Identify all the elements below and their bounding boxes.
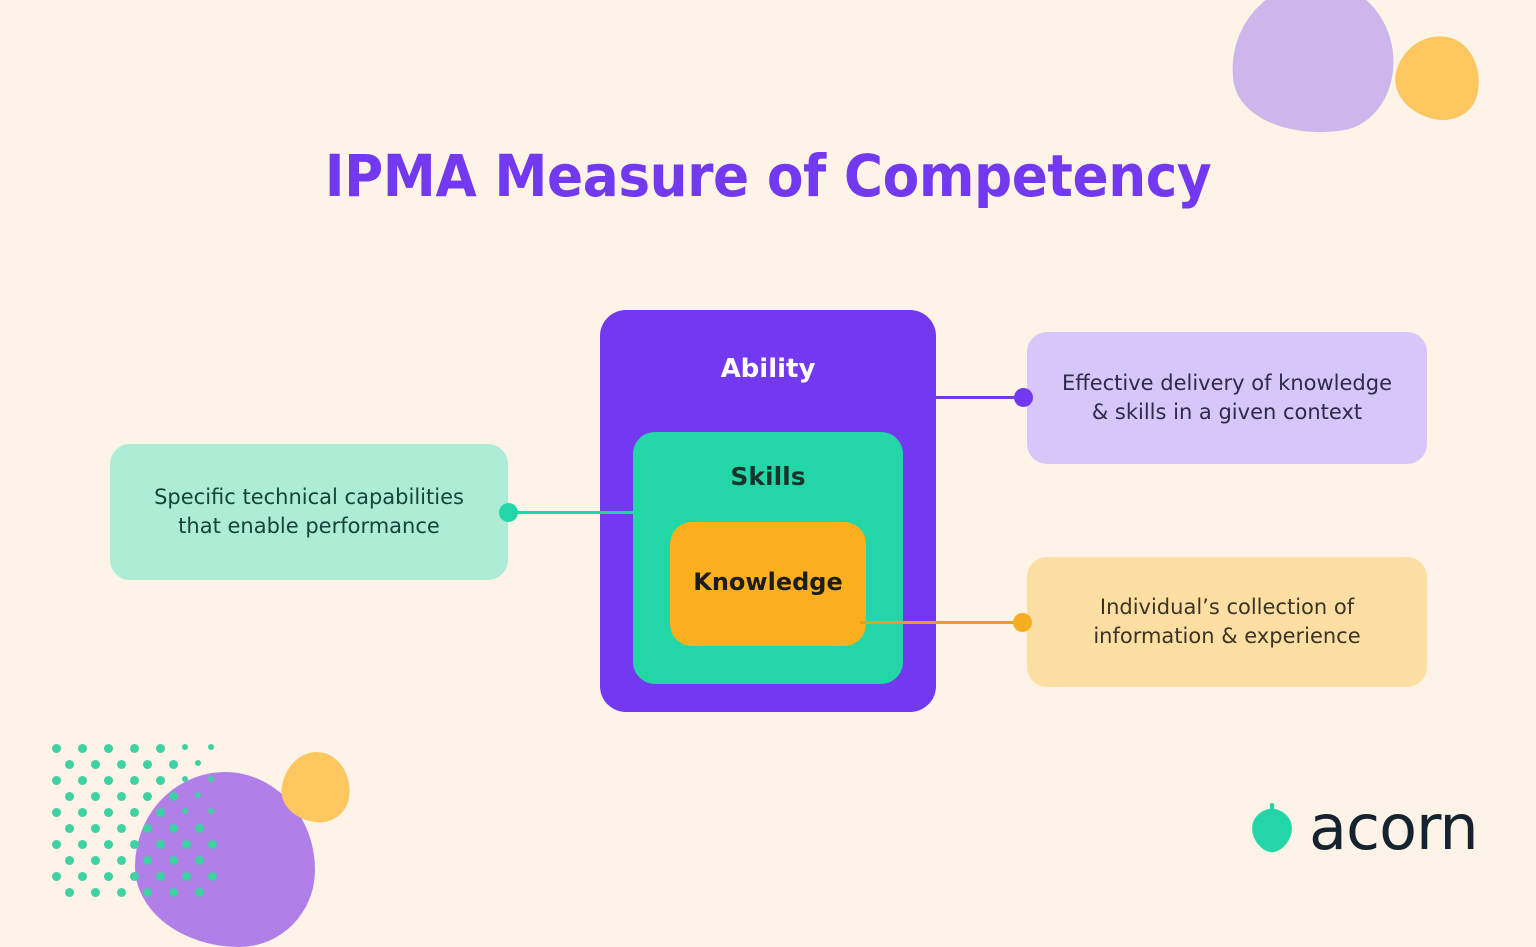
box-knowledge[interactable]: Knowledge	[670, 522, 866, 646]
acorn-icon	[1252, 803, 1292, 853]
box-skills[interactable]: Skills Knowledge	[633, 432, 903, 684]
box-label-ability: Ability	[720, 354, 816, 384]
connector-dot-skills	[499, 503, 518, 522]
connector-dot-ability	[1014, 388, 1033, 407]
callout-skills: Specific technical capabilities that ena…	[110, 444, 508, 580]
decorative-blob-top-right-purple	[1221, 0, 1403, 145]
page-title: IPMA Measure of Competency	[324, 142, 1212, 210]
connector-line-ability	[925, 396, 1029, 399]
callout-knowledge: Individual’s collection of information &…	[1027, 557, 1427, 687]
decorative-blob-top-right-amber	[1388, 28, 1488, 127]
brand-name: acorn	[1309, 791, 1479, 864]
decorative-blob-bottom-left-amber	[278, 748, 354, 826]
connector-dot-knowledge	[1013, 613, 1032, 632]
infographic-canvas: IPMA Measure of Competency Ability Skill…	[52, 0, 1488, 947]
brand-logo: acorn	[1249, 791, 1479, 864]
decorative-blob-bottom-left-purple	[135, 772, 315, 947]
decorative-dot-grid	[52, 744, 224, 904]
box-label-knowledge: Knowledge	[693, 568, 843, 596]
connector-line-knowledge	[860, 621, 1030, 624]
callout-ability: Effective delivery of knowledge & skills…	[1027, 332, 1427, 464]
connector-line-skills	[508, 511, 668, 514]
box-label-skills: Skills	[730, 462, 806, 491]
